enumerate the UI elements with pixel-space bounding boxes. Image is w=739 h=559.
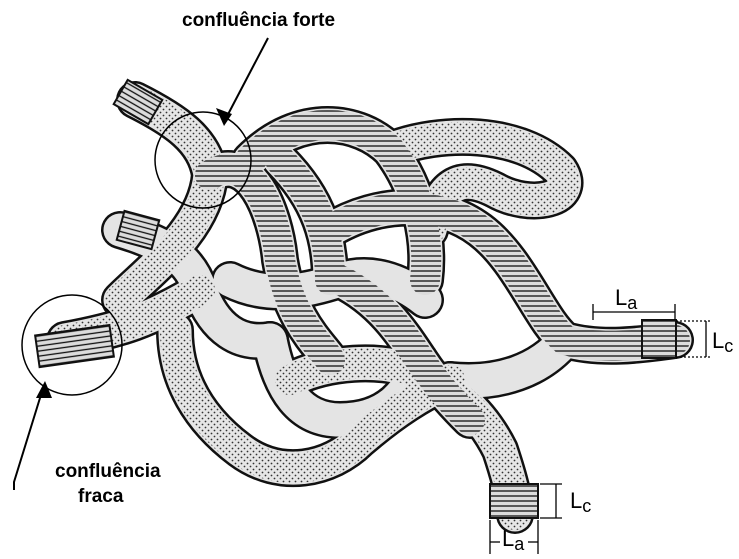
weak-confluence-label-line1: confluência xyxy=(55,461,161,483)
strong-confluence-label: confluência forte xyxy=(182,10,335,32)
height-label-bottom: Lc xyxy=(570,488,591,517)
width-label-bottom: La xyxy=(502,526,524,555)
height-label-right: Lc xyxy=(712,328,733,357)
width-label-right: La xyxy=(615,285,637,314)
weak-confluence-label-line2: fraca xyxy=(78,486,123,508)
